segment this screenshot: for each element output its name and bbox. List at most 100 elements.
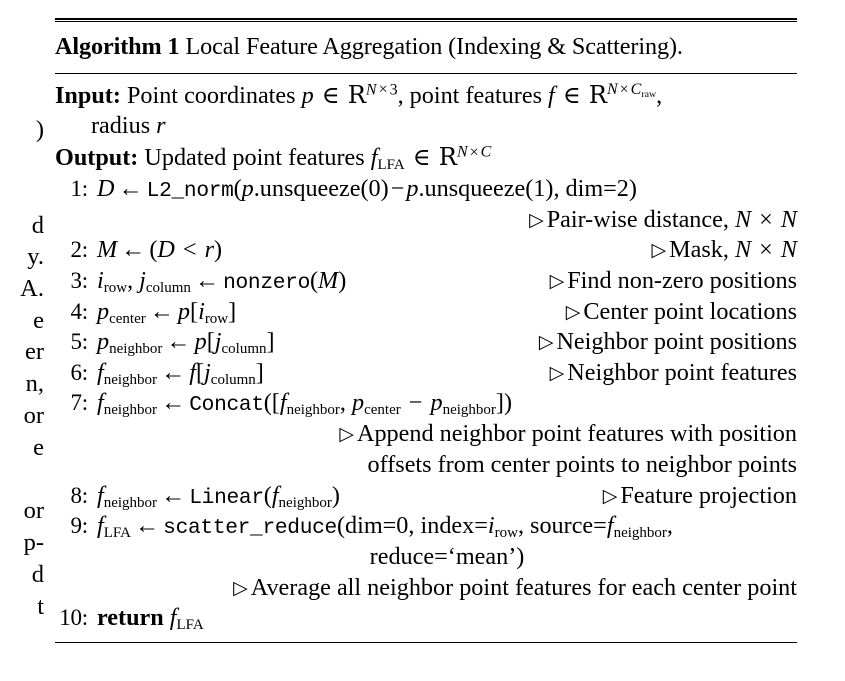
step-number-6: 6:: [70, 359, 89, 385]
symbol-f-lfa: f: [370, 144, 378, 172]
sup-times-2: ×: [619, 81, 629, 99]
step-number-3: 3:: [70, 267, 89, 293]
algorithm-input-line: Input: Point coordinates p ∈ RN×3, point…: [55, 80, 797, 112]
sup-times-1: ×: [378, 81, 388, 99]
paren-open-2: (: [149, 236, 158, 264]
var-r-2: r: [204, 236, 215, 264]
paren-close-1: ): [628, 174, 637, 202]
assign-arrow-8: ←: [161, 481, 186, 509]
comment-text-2: Mask,: [669, 236, 735, 264]
step-5-expression: pneighbor←p[jcolumn]: [97, 327, 275, 358]
margin-fragment-11: d: [31, 561, 44, 588]
method-unsqueeze-0: .unsqueeze(0): [253, 174, 389, 202]
output-text: Updated point features: [138, 144, 371, 172]
output-label: Output:: [55, 144, 139, 172]
step-number-10: 10:: [59, 605, 88, 631]
arg-sep-1: ,: [553, 174, 566, 202]
arg-f-neighbor-8-sub: neighbor: [278, 494, 332, 511]
step-9-continuation-body: reduce=‘mean’): [97, 542, 797, 573]
step-body-9: fLFA←scatter_reduce(dim=0, index=irow, s…: [97, 511, 797, 542]
bracket-close-5: ]: [266, 328, 275, 356]
input-label: Input:: [55, 81, 121, 109]
margin-fragment-5: er: [24, 338, 44, 365]
comment-triangle-icon-4: ▷: [565, 301, 581, 323]
index-i-9-sub: row: [494, 525, 518, 542]
var-j-column-sub: column: [145, 280, 191, 297]
arg-reduce-9: reduce=‘mean’): [369, 543, 525, 571]
paren-bracket-open-7: ([: [263, 389, 280, 417]
algorithm-step-1-comment-row: ▷Pair-wise distance, N × N: [55, 205, 797, 236]
comment-N-2a: N: [734, 236, 752, 264]
step-comment-7-line2: offsets from center points to neighbor p…: [97, 450, 797, 481]
assign-arrow-1: ←: [118, 174, 143, 202]
step-number-9: 9:: [70, 513, 89, 539]
comment-triangle-icon-2: ▷: [651, 240, 667, 262]
step-body-6: fneighbor←f[jcolumn] ▷Neighbor point fea…: [97, 358, 797, 389]
fn-concat: Concat: [189, 393, 264, 418]
arg-sep-9a: ,: [408, 512, 421, 540]
var-f-neighbor-7: f: [97, 389, 104, 417]
bracket-open-4: [: [190, 297, 199, 325]
step-number-1: 1:: [70, 175, 89, 201]
algorithm-step-3: 3: irow, jcolumn←nonzero(M) ▷Find non-ze…: [55, 266, 798, 297]
input-text-1: Point coordinates: [120, 81, 302, 109]
var-f-neighbor-6: f: [97, 358, 104, 386]
margin-fragment-8: e: [33, 434, 44, 461]
algorithm-body: Input: Point coordinates p ∈ RN×3, point…: [55, 74, 797, 642]
arg-sep-9b: ,: [517, 512, 531, 540]
return-f-lfa: f: [169, 604, 177, 632]
element-of-1: ∈: [315, 81, 346, 109]
index-j-6: j: [204, 358, 211, 386]
comment-times-2: ×: [753, 236, 779, 264]
symbol-r: r: [156, 112, 166, 140]
algorithm-caption: Algorithm 1 Local Feature Aggregation (I…: [55, 22, 797, 72]
comment-text-6: Neighbor point features: [567, 358, 797, 386]
algorithm-step-7-comment-row-2: offsets from center points to neighbor p…: [55, 450, 797, 481]
step-number-4: 4:: [70, 298, 89, 324]
var-p-neighbor: p: [97, 328, 110, 356]
comment-triangle-icon-7: ▷: [339, 424, 354, 446]
step-comment-3: ▷Find non-zero positions: [550, 266, 797, 297]
radius-text: radius: [91, 112, 157, 140]
blackboard-R-1: R: [347, 80, 366, 109]
step-comment-1: ▷Pair-wise distance, N × N: [97, 205, 797, 236]
step-number-2: 2:: [70, 237, 89, 263]
step-body-5: pneighbor←p[jcolumn] ▷Neighbor point pos…: [97, 327, 797, 358]
comment-N-1b: N: [780, 205, 797, 233]
algorithm-step-7: 7: fneighbor←Concat([fneighbor, pcenter …: [55, 388, 797, 419]
index-i-9: i: [487, 512, 495, 540]
sup-C: C: [480, 143, 492, 161]
var-f-lfa-9-sub: LFA: [103, 525, 131, 542]
algorithm-step-8: 8: fneighbor←Linear(fneighbor) ▷Feature …: [55, 481, 798, 512]
assign-arrow-3: ←: [194, 266, 220, 294]
arg-source-9: source=: [530, 512, 607, 540]
paren-close-3: ): [338, 266, 347, 294]
sup-times-3: ×: [469, 143, 479, 161]
algorithm-top-rule: [55, 18, 797, 23]
method-unsqueeze-1: .unsqueeze(1): [418, 174, 554, 202]
source-f-9: f: [606, 512, 614, 540]
arg-dim-2: dim=2: [565, 174, 629, 202]
margin-fragment-3: A.: [20, 275, 44, 302]
paren-open-8: (: [263, 481, 272, 509]
assign-arrow-7: ←: [161, 389, 186, 417]
step-8-expression: fneighbor←Linear(fneighbor): [97, 481, 340, 512]
algorithm-step-5: 5: pneighbor←p[jcolumn] ▷Neighbor point …: [55, 327, 798, 358]
step-body-1: D←L2_norm(p.unsqueeze(0)−p.unsqueeze(1),…: [97, 174, 797, 205]
step-body-3: irow, jcolumn←nonzero(M) ▷Find non-zero …: [97, 266, 797, 297]
bracket-open-6: [: [195, 358, 205, 386]
algorithm-step-2: 2: M←(D < r) ▷Mask, N × N: [55, 235, 798, 266]
paren-close-8: ): [331, 481, 340, 509]
algorithm-step-7-comment-row-1: ▷Append neighbor point features with pos…: [55, 419, 797, 450]
algorithm-step-10: 10: return fLFA: [55, 603, 797, 634]
paren-open-3: (: [309, 266, 319, 294]
assign-arrow-5: ←: [166, 328, 191, 356]
arg-p-neighbor-7-sub: neighbor: [442, 402, 496, 419]
minus-1: −: [390, 174, 405, 202]
step-body-7: fneighbor←Concat([fneighbor, pcenter − p…: [97, 388, 797, 419]
arg-dim-9: dim=0: [345, 512, 409, 540]
element-of-3: ∈: [406, 144, 437, 172]
var-p-neighbor-sub: neighbor: [109, 341, 163, 358]
comment-N-2b: N: [780, 236, 797, 264]
paren-open-1: (: [233, 174, 242, 202]
